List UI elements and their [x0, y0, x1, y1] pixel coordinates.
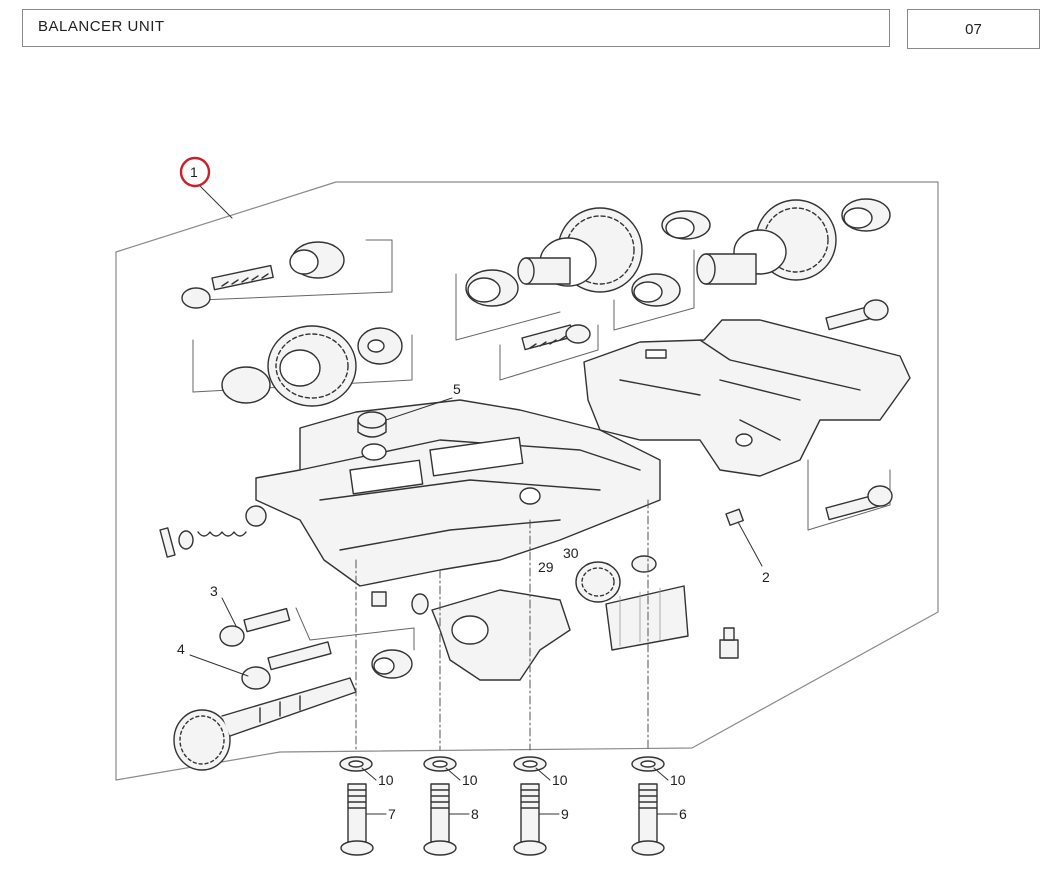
cover-bracket-right: [583, 319, 911, 477]
callout-29: 29: [538, 559, 554, 575]
bolt-3: [219, 607, 291, 647]
bolt-right-upper: [825, 299, 889, 331]
plunger-spring-assembly: [159, 505, 267, 558]
bolt-middle: [521, 324, 591, 351]
bolt-upper-left: [181, 264, 274, 309]
callout-10-a: 10: [378, 772, 394, 788]
balancer-shaft-gear-1: [517, 207, 643, 293]
bolt-right-small: [719, 627, 739, 659]
group-bracket-right-bolt: [807, 459, 891, 531]
callout-4: 4: [177, 641, 185, 657]
assembly-centerlines: [355, 499, 649, 751]
drive-shaft-gear: [173, 677, 357, 771]
nut-2: [725, 508, 744, 526]
callout-10-b: 10: [462, 772, 478, 788]
long-bolts: [340, 783, 665, 856]
callout-1: 1: [190, 164, 198, 180]
group-bracket-upper-left: [199, 239, 393, 301]
balancer-shaft-gear-2: [696, 199, 837, 285]
bushing-middle-left: [465, 269, 519, 307]
callout-7: 7: [388, 806, 396, 822]
title-box: BALANCER UNIT: [22, 9, 890, 47]
bolt-8: [423, 783, 457, 856]
bolt-9: [513, 783, 547, 856]
group-bracket-right-shaft: [613, 249, 695, 331]
plug-small: [371, 591, 387, 607]
callout-9: 9: [561, 806, 569, 822]
washer-left: [371, 649, 413, 679]
bolt-7: [340, 783, 374, 856]
dowel-pin-5: [357, 411, 387, 438]
page-number: 07: [965, 21, 982, 38]
group-bracket-bushing: [455, 273, 561, 341]
callout-6: 6: [679, 806, 687, 822]
group-bracket-left-bolts: [295, 607, 415, 651]
washers-10: [339, 756, 665, 772]
callout-2: 2: [762, 569, 770, 585]
gear-left: [221, 325, 403, 407]
leader-lines: [189, 185, 763, 815]
callout-5: 5: [453, 381, 461, 397]
callout-8: 8: [471, 806, 479, 822]
group-bracket-bolt-mid: [499, 324, 599, 381]
diagram-title: BALANCER UNIT: [38, 18, 165, 35]
spacer-upper-left: [289, 241, 345, 279]
callout-10-c: 10: [552, 772, 568, 788]
bolt-4: [241, 641, 332, 690]
strainer-plate: [605, 585, 689, 651]
callout-30: 30: [563, 545, 579, 561]
assembly-callout-highlight: [179, 156, 211, 188]
callout-3: 3: [210, 583, 218, 599]
bushing-top-right: [841, 198, 891, 232]
bolt-6: [631, 783, 665, 856]
callout-10-d: 10: [670, 772, 686, 788]
balancer-housing: [255, 399, 661, 587]
bushing-top: [661, 210, 711, 240]
bolt-right-lower: [825, 485, 893, 521]
bushing-middle-right: [631, 273, 681, 307]
assembly-frame: [115, 181, 939, 781]
page-number-box: 07: [907, 9, 1040, 49]
oil-pump: [411, 555, 657, 681]
